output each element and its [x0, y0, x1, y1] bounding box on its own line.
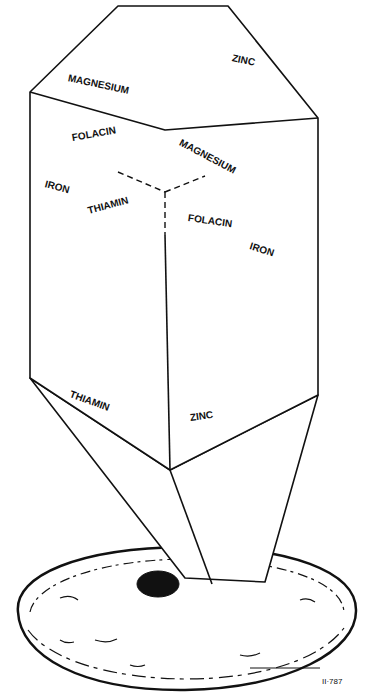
figure-code: II·787	[322, 676, 342, 688]
figure-code-rule	[250, 668, 320, 669]
nutrient-cube	[30, 6, 318, 470]
